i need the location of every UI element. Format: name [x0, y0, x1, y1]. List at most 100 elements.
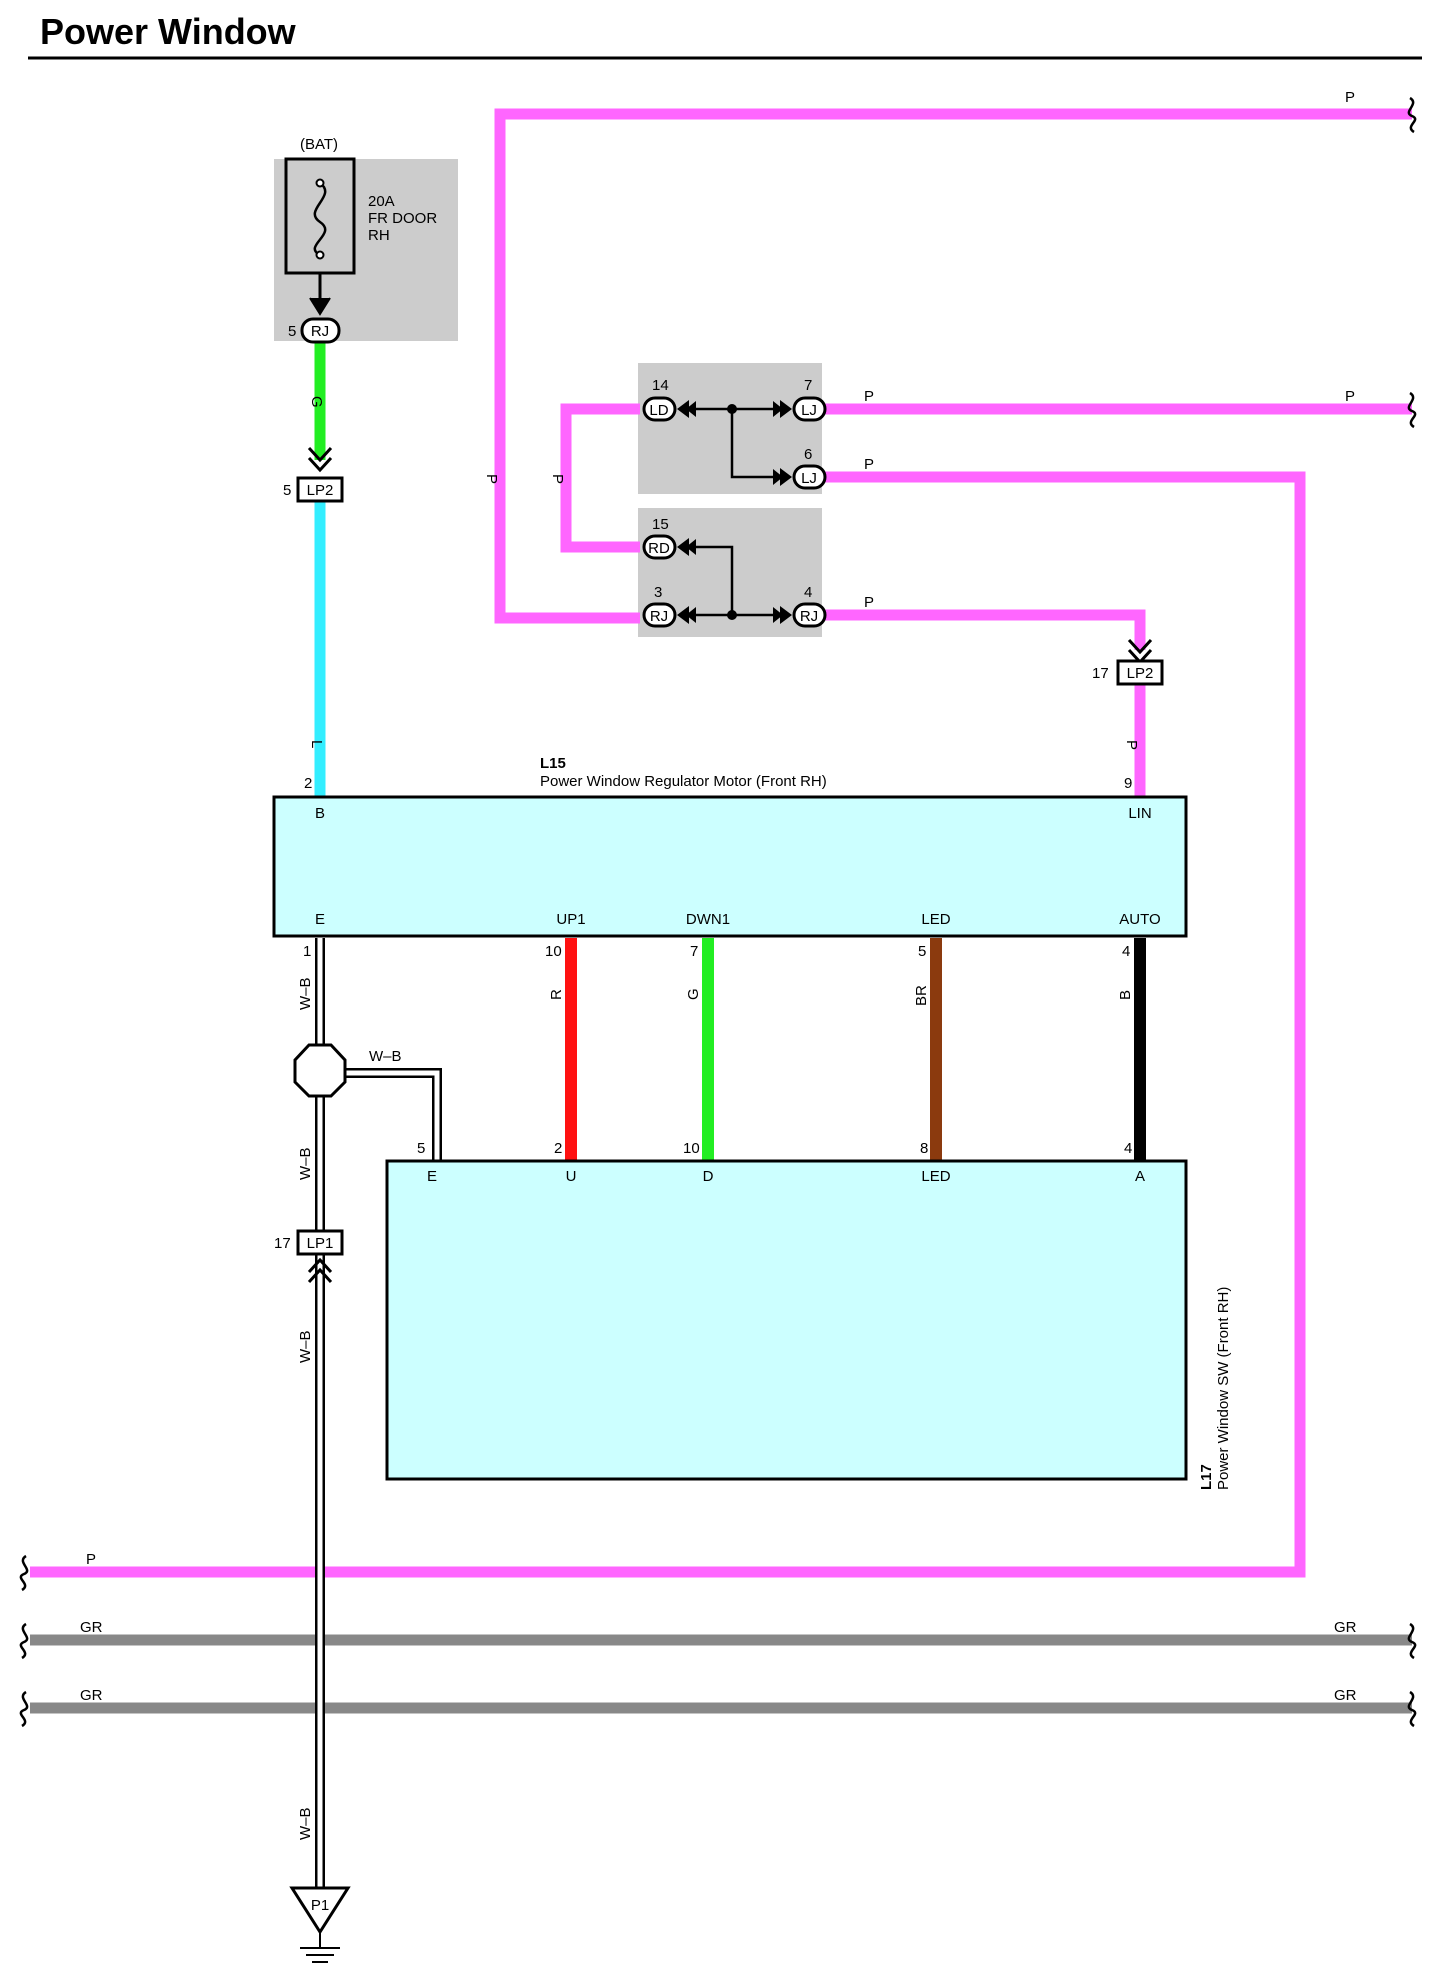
connector-lj-bot-label: LJ — [801, 470, 817, 487]
wire-label-p-lj7: P — [864, 388, 874, 405]
connector-rj-right — [792, 602, 827, 628]
splice-joint — [293, 1043, 347, 1098]
wire-label-r: R — [548, 989, 565, 1000]
wire-label-b: B — [1117, 990, 1134, 1000]
switch-terminal-u-pin: 2 — [554, 1140, 562, 1157]
connector-rj-fuse — [300, 317, 341, 344]
connector-ld-pin: 14 — [652, 377, 669, 394]
wire-label-p-top: P — [1345, 89, 1355, 106]
wire-label-g: G — [685, 988, 702, 1000]
motor-terminal-auto-pin: 4 — [1122, 943, 1130, 960]
switch-terminal-led-pin: 8 — [920, 1140, 928, 1157]
connector-lj-top-label: LJ — [801, 402, 817, 419]
connector-lp2-left-label: LP2 — [307, 482, 334, 499]
wire-label-wb-branch: W–B — [369, 1048, 402, 1065]
switch-name: Power Window SW (Front RH) — [1215, 1287, 1232, 1490]
break-icon — [1407, 1622, 1417, 1660]
wire-p-ld-rd — [560, 403, 640, 553]
switch-terminal-led: LED — [921, 1168, 950, 1185]
connector-lj-top-pin: 7 — [804, 377, 812, 394]
fuse-source: (BAT) — [300, 136, 338, 153]
connector-lp2-right — [1116, 659, 1164, 686]
arrow-down-icon — [309, 297, 331, 316]
switch-box — [385, 1159, 1188, 1481]
wire-label-wb-3: W–B — [297, 1330, 314, 1363]
connector-lj-bot — [792, 464, 827, 490]
break-icon — [19, 1554, 29, 1592]
connector-rj-left-pin: 3 — [654, 584, 662, 601]
wire-label-wb-2: W–B — [297, 1147, 314, 1180]
connector-lj-bot-pin: 6 — [804, 446, 812, 463]
connector-ld-label: LD — [649, 402, 668, 419]
connector-ld — [642, 396, 677, 422]
motor-terminal-dwn1-pin: 7 — [690, 943, 698, 960]
switch-terminal-a-pin: 4 — [1124, 1140, 1132, 1157]
wire-label-br: BR — [913, 985, 930, 1006]
connector-lp1 — [296, 1229, 344, 1256]
chevron-up-icon — [307, 1257, 333, 1284]
connector-lp2-right-label: LP2 — [1127, 665, 1154, 682]
connector-rj-right-pin: 4 — [804, 584, 812, 601]
wire-label-wb-1: W–B — [297, 977, 314, 1010]
motor-terminal-b: B — [315, 805, 325, 822]
motor-terminal-up1-pin: 10 — [545, 943, 562, 960]
switch-terminal-d: D — [703, 1168, 714, 1185]
connector-rj-fuse-label: RJ — [311, 323, 329, 340]
motor-terminal-lin: LIN — [1128, 805, 1151, 822]
connector-rd-pin: 15 — [652, 516, 669, 533]
connector-rj-left-label: RJ — [650, 608, 668, 625]
wire-p-outer-loop — [494, 108, 1412, 624]
switch-id: L17 — [1198, 1464, 1215, 1490]
motor-id: L15 — [540, 755, 566, 772]
wire-label-gr-2-left: GR — [80, 1687, 103, 1704]
ground-label: P1 — [311, 1897, 329, 1914]
wire-label-l: L — [308, 740, 325, 748]
connector-lj-top — [792, 396, 827, 422]
ground-triangle — [289, 1886, 351, 1935]
fuse-name-line1: FR DOOR — [368, 210, 437, 227]
connector-rd-label: RD — [648, 540, 670, 557]
wire-label-gr-2-right: GR — [1334, 1687, 1357, 1704]
connector-rj-right-label: RJ — [800, 608, 818, 625]
connector-lp1-pin: 17 — [274, 1235, 291, 1252]
motor-terminal-e: E — [315, 911, 325, 928]
connector-lp2-left-pin: 5 — [283, 482, 291, 499]
break-icon — [1407, 96, 1417, 134]
switch-terminal-d-pin: 10 — [683, 1140, 700, 1157]
page-title: Power Window — [40, 11, 297, 52]
connector-lp2-right-pin: 17 — [1092, 665, 1109, 682]
switch-terminal-e: E — [427, 1168, 437, 1185]
break-icon — [19, 1690, 29, 1728]
wire-label-p-lin: P — [1123, 740, 1140, 750]
motor-box — [272, 795, 1188, 938]
fuse-block-zone — [274, 159, 458, 341]
connector-lp1-label: LP1 — [307, 1235, 334, 1252]
pink-wires — [30, 108, 1412, 1578]
ground-icon — [300, 1932, 340, 1963]
wire-label-gr-1-left: GR — [80, 1619, 103, 1636]
break-icon — [19, 1622, 29, 1660]
wire-label-wb-4: W–B — [297, 1807, 314, 1840]
chevron-down-icon — [307, 446, 333, 473]
motor-terminal-lin-pin: 9 — [1124, 775, 1132, 792]
wire-label-gr-1-right: GR — [1334, 1619, 1357, 1636]
gray-wires — [30, 1634, 1412, 1714]
wire-wb-ground — [315, 938, 442, 1900]
switch-terminal-u: U — [566, 1168, 577, 1185]
motor-terminal-b-pin: 2 — [304, 775, 312, 792]
break-icon — [1407, 391, 1417, 429]
motor-terminal-dwn1: DWN1 — [686, 911, 730, 928]
connector-lp2-left — [296, 476, 344, 503]
fuse-icon — [313, 181, 327, 257]
motor-terminal-led-pin: 5 — [918, 943, 926, 960]
motor-terminal-e-pin: 1 — [303, 943, 311, 960]
wire-label-p-bottom: P — [86, 1551, 96, 1568]
fuse-rating: 20A — [368, 193, 395, 210]
motor-terminal-auto: AUTO — [1119, 911, 1160, 928]
wire-label-g-fuse: G — [308, 396, 325, 408]
wire-label-p-lj6: P — [864, 456, 874, 473]
motor-terminal-up1: UP1 — [556, 911, 585, 928]
junction-block-upper — [638, 363, 822, 494]
connector-rj-fuse-pin: 5 — [288, 323, 296, 340]
